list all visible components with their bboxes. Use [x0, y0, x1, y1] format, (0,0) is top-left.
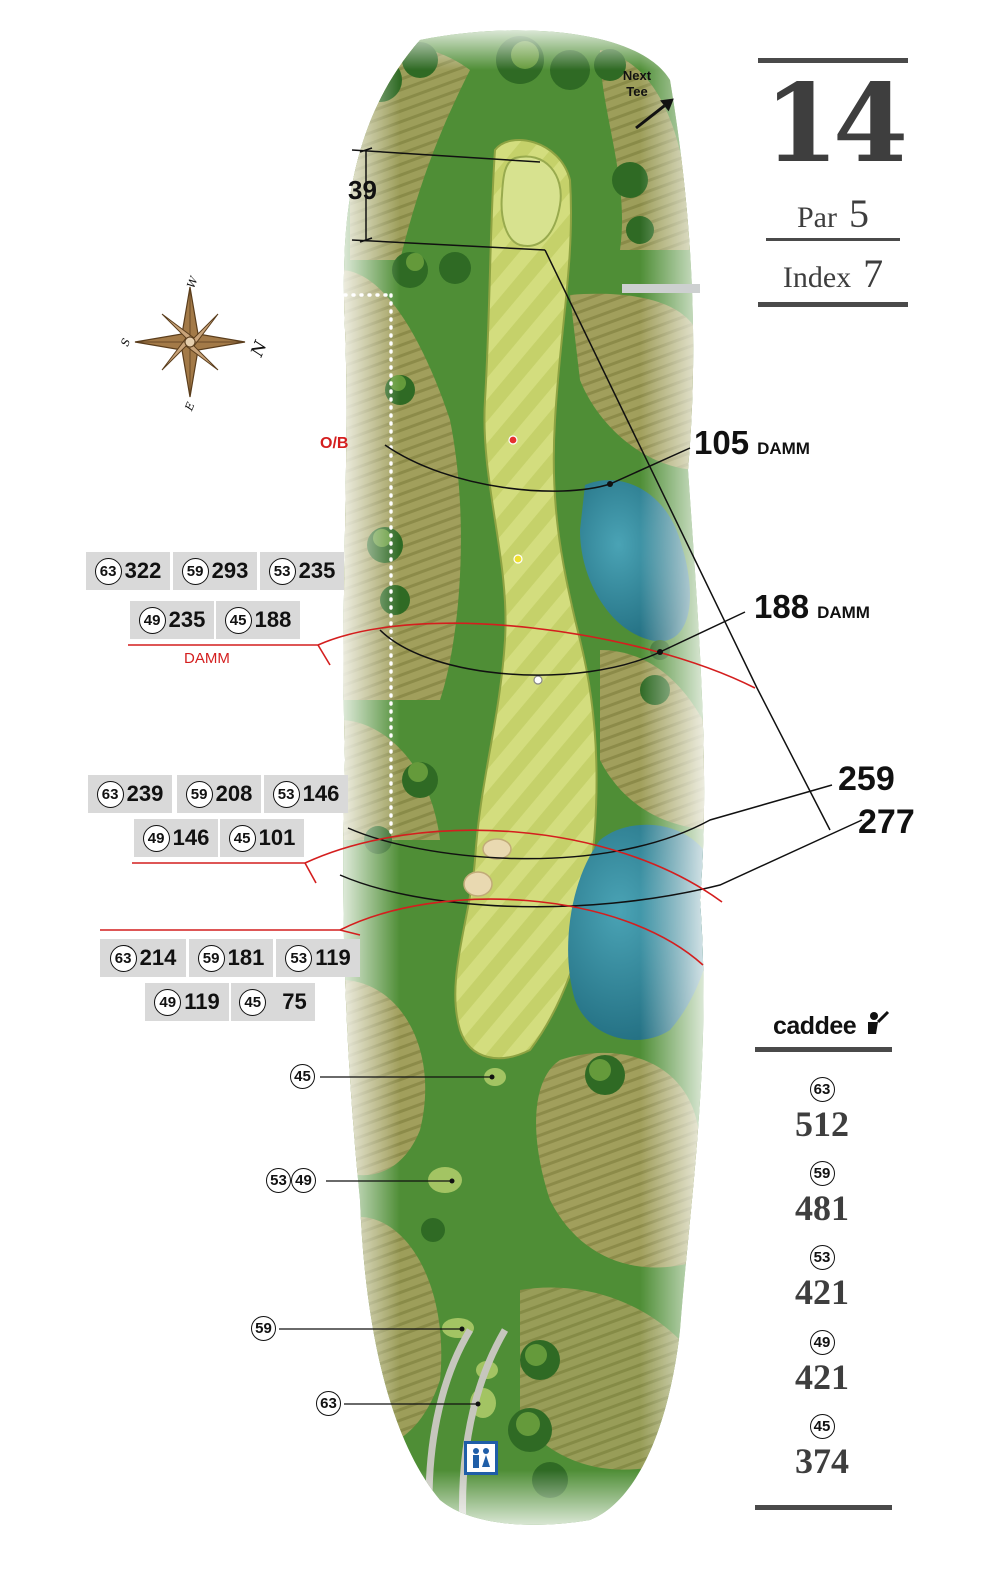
hazard-label: DAMM	[184, 650, 230, 667]
tee-marker-icon: 49	[809, 1330, 835, 1355]
tee-callout: 45	[290, 1064, 315, 1089]
hole-number: 14	[763, 61, 908, 187]
tee-marker-icon: 59	[181, 557, 209, 585]
tee-marker-icon: 63	[109, 944, 137, 972]
index-value: 7	[863, 251, 884, 296]
panel-top-rule	[758, 58, 908, 63]
par-label: Par	[797, 201, 837, 234]
tee-marker-icon: 45	[290, 1064, 315, 1089]
hole-length-value: 421	[795, 1357, 849, 1397]
tee-marker-icon: 63	[809, 1077, 835, 1102]
compass-rose-icon	[134, 286, 246, 398]
tee-callout: 63	[316, 1391, 341, 1416]
hole-length-entry: 63 512	[772, 1077, 872, 1142]
lengths-bottom-rule	[755, 1505, 892, 1510]
hole-length-value: 374	[795, 1441, 849, 1481]
index-row: Index 7	[758, 250, 908, 297]
tee-marker-icon: 63	[96, 780, 124, 808]
tee-marker-icon: 59	[809, 1161, 835, 1186]
panel-mid-rule	[766, 238, 900, 241]
tee-marker-icon: 53	[285, 944, 313, 972]
restroom-icon	[464, 1441, 498, 1475]
next-tee-arrow-icon	[635, 98, 674, 130]
course-artwork	[343, 30, 705, 1525]
hazard-carry-lines	[100, 622, 756, 966]
tee-marker-icon: 45	[809, 1414, 835, 1439]
tee-marker-icon: 49	[138, 606, 166, 634]
tee-marker-icon: 45	[239, 988, 267, 1016]
hole-length-entry: 53 421	[772, 1245, 872, 1310]
lengths-top-rule	[755, 1047, 892, 1052]
pin-front-marker	[508, 435, 518, 445]
hole-length-entry: 45 374	[772, 1414, 872, 1479]
tee-marker-icon: 59	[185, 780, 213, 808]
pin-middle-marker	[513, 554, 523, 564]
tee-marker-icon: 53	[272, 780, 300, 808]
tee-marker-icon: 63	[316, 1391, 341, 1416]
green-depth-label: 39	[348, 175, 377, 205]
caddee-logo-icon	[868, 1010, 890, 1034]
hole-length-entry: 59 481	[772, 1161, 872, 1226]
tee-marker-icon: 45	[224, 606, 252, 634]
index-label: Index	[782, 261, 852, 294]
out-of-bounds-label: O/B	[320, 435, 349, 452]
hole-length-entry: 49 421	[772, 1330, 872, 1395]
panel-bottom-rule	[758, 302, 908, 307]
tee-marker-icon: 53	[266, 1168, 291, 1193]
tee-marker-icon: 45	[228, 824, 256, 852]
green-depth-bracket	[351, 147, 546, 251]
tee-marker-icon: 49	[154, 988, 182, 1016]
tee-marker-icon: 59	[251, 1316, 276, 1341]
tee-marker-icon: 53	[809, 1245, 835, 1270]
hole-length-value: 481	[795, 1188, 849, 1228]
par-row: Par 5	[758, 190, 908, 237]
hole-length-value: 512	[795, 1104, 849, 1144]
tee-marker-icon: 59	[197, 944, 225, 972]
hole-length-value: 421	[795, 1272, 849, 1312]
tee-marker-icon: 49	[142, 824, 170, 852]
tee-marker-icon: 53	[268, 557, 296, 585]
tee-marker-icon: 49	[291, 1168, 316, 1193]
distance-arcs	[339, 249, 863, 908]
cart-path-stub	[622, 284, 700, 293]
tee-callout-lines	[279, 1076, 492, 1405]
pin-back-marker	[533, 675, 543, 685]
brand-logo: caddee	[773, 1012, 857, 1040]
tee-marker-icon: 63	[94, 557, 122, 585]
carry-distance-4: 277	[858, 803, 915, 841]
par-value: 5	[849, 191, 869, 236]
tee-callout: 59	[251, 1316, 276, 1341]
carry-distance-3: 259	[838, 760, 895, 798]
